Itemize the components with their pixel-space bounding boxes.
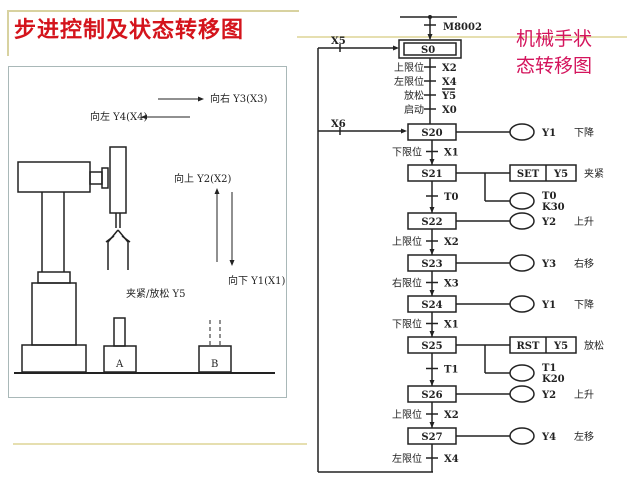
state-box: [407, 336, 457, 354]
mechanism-panel: [8, 66, 287, 398]
instr-label: SET: [517, 169, 540, 180]
state-label: S21: [421, 169, 442, 180]
transition-label: 下限位: [392, 146, 422, 159]
state-box: [407, 164, 457, 182]
output-coil: [509, 212, 535, 230]
action-label: 下降: [574, 298, 594, 311]
arrow-down-icon: [429, 249, 435, 255]
output-label: Y1: [541, 300, 556, 311]
arrow-down-icon: [429, 380, 435, 386]
transition-label: 上限位: [392, 408, 422, 421]
arrow-down-icon: [429, 331, 435, 337]
state-box: [407, 123, 457, 141]
transition-label: 右限位: [392, 277, 422, 290]
output-label: Y1: [541, 128, 556, 139]
transition-signal: X3: [444, 279, 459, 290]
timer-k-label: K30: [542, 202, 565, 213]
transition-signal: X2: [444, 237, 459, 248]
output-coil: [509, 427, 535, 445]
instr-label: RST: [517, 341, 541, 352]
side-title-line2: 态转移图: [516, 55, 593, 77]
output-coil: [509, 295, 535, 313]
loop-signal-x6: X6: [331, 119, 346, 130]
s0-outer-box: [398, 39, 462, 59]
output-label: Y5: [553, 341, 568, 352]
action-label: 右移: [574, 257, 594, 270]
side-title-line1: 机械手状: [516, 28, 593, 50]
transition-label: 上限位: [392, 235, 422, 248]
transition-signal: X2: [444, 410, 459, 421]
divider: [13, 443, 307, 445]
state-label: S22: [421, 217, 442, 228]
action-label: 放松: [584, 339, 604, 352]
condition-label: 左限位: [394, 75, 424, 88]
state-box: [407, 427, 457, 445]
condition-label: 放松: [404, 89, 424, 102]
condition-signal: X0: [442, 105, 457, 116]
output-coil: [509, 254, 535, 272]
condition-signal: X4: [442, 77, 457, 88]
timer-coil: [509, 364, 535, 382]
state-box: [407, 212, 457, 230]
action-label: 左移: [574, 430, 594, 443]
transition-label: 左限位: [392, 452, 422, 465]
state-label: S23: [421, 259, 442, 270]
arrow-down-icon: [429, 422, 435, 428]
transition-signal: X4: [444, 454, 459, 465]
page-title: 步进控制及状态转移图: [14, 18, 245, 43]
instr-box: [509, 336, 577, 354]
output-label: Y5: [553, 169, 568, 180]
state-label: S25: [421, 341, 442, 352]
timer-label: T0: [542, 191, 556, 202]
s0-inner-box: [403, 42, 457, 56]
state-label: S24: [421, 300, 442, 311]
timer-coil: [509, 192, 535, 210]
output-label: Y3: [541, 259, 556, 270]
state-box: [407, 295, 457, 313]
instr-box: [509, 164, 577, 182]
state-label: S27: [421, 432, 442, 443]
action-label: 下降: [574, 126, 594, 139]
transition-label: 下限位: [392, 318, 422, 331]
action-label: 夹紧: [584, 167, 604, 180]
condition-signal: X2: [442, 63, 457, 74]
init-signal: M8002: [443, 22, 482, 33]
action-label: 上升: [574, 216, 594, 228]
timer-k-label: K20: [542, 374, 565, 385]
condition-label: 启动: [404, 103, 424, 116]
timer-label: T1: [542, 363, 556, 374]
state-box: [407, 254, 457, 272]
arrow-down-icon: [429, 159, 435, 165]
divider-top: [297, 36, 627, 38]
transition-signal: X1: [444, 320, 459, 331]
state-label: S26: [421, 390, 442, 401]
arrow-down-icon: [429, 207, 435, 213]
output-coil: [509, 123, 535, 141]
output-coil: [509, 385, 535, 403]
condition-label: 上限位: [394, 61, 424, 74]
state-s0: S0: [421, 45, 435, 56]
arrow-down-icon: [429, 290, 435, 296]
transition-signal: X1: [444, 148, 459, 159]
transition-signal: T1: [444, 365, 458, 376]
output-label: Y2: [541, 217, 556, 228]
action-label: 上升: [574, 389, 594, 401]
condition-signal: Y5: [441, 91, 456, 102]
title-frame: [7, 10, 299, 56]
state-box: [407, 385, 457, 403]
side-title: 机械手状 态转移图: [516, 26, 592, 80]
output-label: Y4: [541, 432, 556, 443]
transition-signal: T0: [444, 192, 458, 203]
output-label: Y2: [541, 390, 556, 401]
state-label: S20: [421, 128, 442, 139]
